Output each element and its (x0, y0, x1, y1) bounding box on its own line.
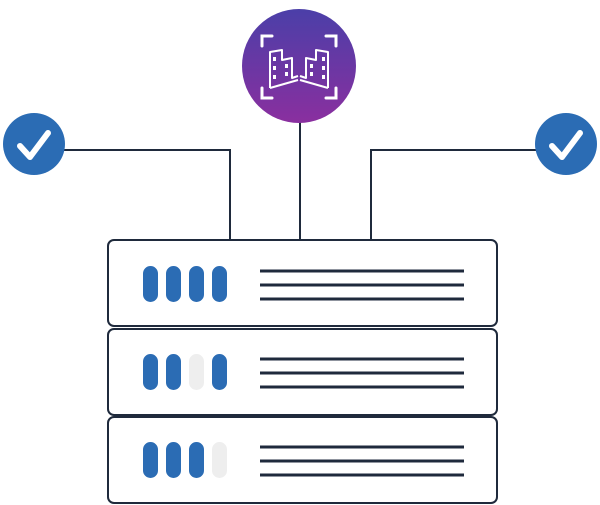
server-unit (107, 239, 498, 327)
led-2-1 (143, 354, 158, 390)
left-checkmark-icon (3, 113, 65, 175)
right-connector (370, 149, 536, 240)
led-1-1 (143, 266, 158, 302)
hub-city-street-scan-icon (242, 9, 356, 123)
led-3-3 (189, 442, 204, 478)
led-3-2 (166, 442, 181, 478)
left-connector (64, 149, 231, 240)
led-1-2 (166, 266, 181, 302)
led-3-1 (143, 442, 158, 478)
server-unit (107, 328, 498, 416)
led-1-4 (212, 266, 227, 302)
server-unit (107, 416, 498, 504)
led-3-4 (212, 442, 227, 478)
led-2-4 (212, 354, 227, 390)
led-1-3 (189, 266, 204, 302)
right-checkmark-icon (535, 113, 597, 175)
led-2-3 (189, 354, 204, 390)
server-stack (107, 239, 498, 504)
led-2-2 (166, 354, 181, 390)
connector-lines (64, 122, 536, 240)
